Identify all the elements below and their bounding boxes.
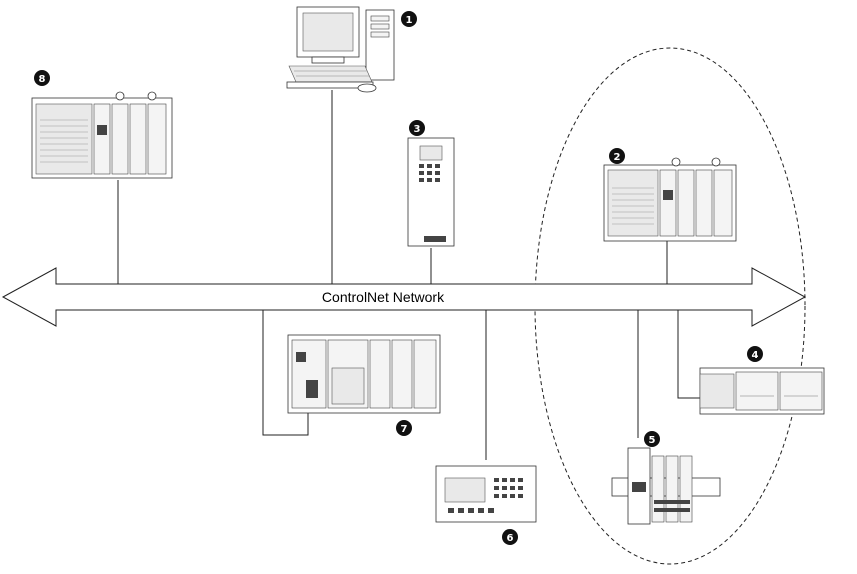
callout-8: 8 bbox=[34, 70, 50, 86]
controlnet-network-arrow bbox=[1, 267, 807, 327]
svg-text:4: 4 bbox=[752, 350, 759, 361]
svg-text:6: 6 bbox=[507, 533, 514, 544]
modular-io-chassis bbox=[287, 334, 441, 414]
callout-2: 2 bbox=[609, 148, 625, 164]
svg-text:7: 7 bbox=[401, 424, 408, 435]
operator-terminal bbox=[435, 465, 537, 523]
callout-1: 1 bbox=[401, 11, 417, 27]
callout-4: 4 bbox=[747, 346, 763, 362]
callout-3: 3 bbox=[409, 120, 425, 136]
powerflex-drive bbox=[407, 137, 455, 247]
drop-lines bbox=[117, 90, 700, 460]
chassis-controller-2 bbox=[603, 157, 737, 242]
compact-io-module bbox=[699, 367, 825, 415]
svg-text:8: 8 bbox=[39, 74, 46, 85]
distributed-io-module bbox=[611, 447, 721, 525]
callout-6: 6 bbox=[502, 529, 518, 545]
callout-5: 5 bbox=[644, 431, 660, 447]
svg-text:3: 3 bbox=[414, 124, 421, 135]
svg-text:5: 5 bbox=[649, 435, 656, 446]
network-label: ControlNet Network bbox=[322, 289, 445, 305]
workstation-computer bbox=[286, 6, 395, 93]
callout-7: 7 bbox=[396, 420, 412, 436]
chassis-controller-8 bbox=[31, 91, 173, 179]
svg-text:2: 2 bbox=[614, 152, 621, 163]
svg-text:1: 1 bbox=[406, 15, 413, 26]
